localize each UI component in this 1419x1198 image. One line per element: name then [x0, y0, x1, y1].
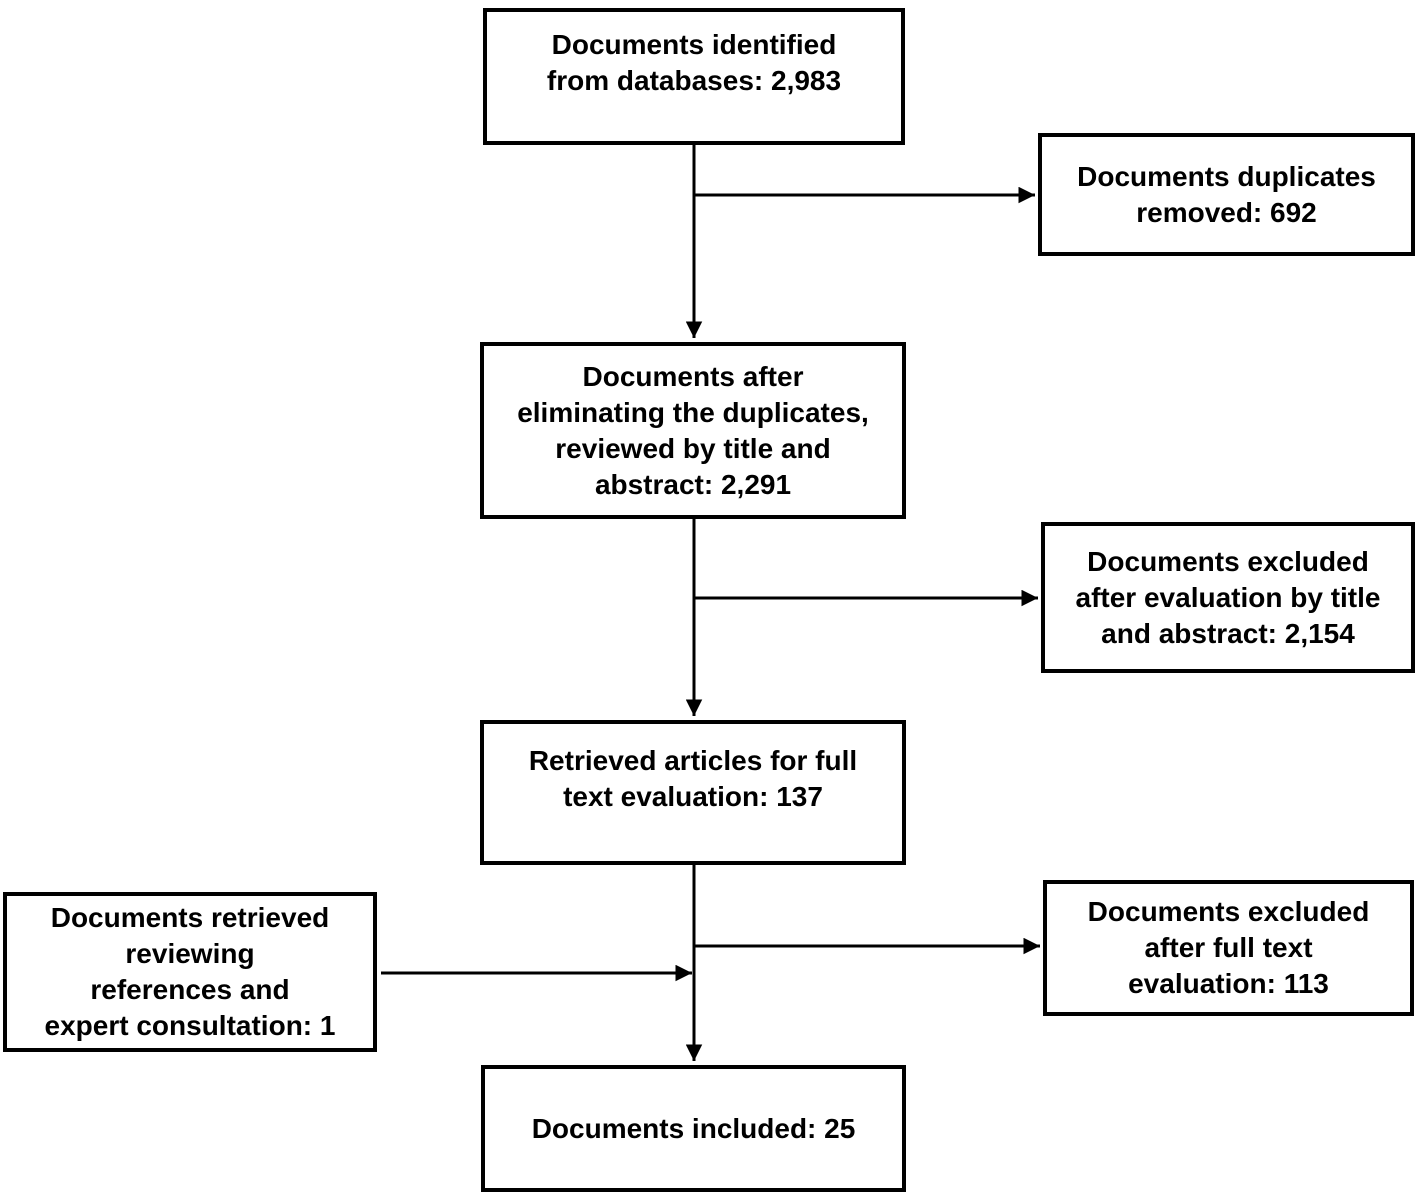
- node-references-consultation: Documents retrieved reviewing references…: [3, 892, 377, 1052]
- node-text-line: Documents identified: [551, 28, 837, 60]
- node-text-line: Retrieved articles for full: [528, 744, 858, 776]
- node-text-line: Documents excluded: [1087, 545, 1369, 577]
- node-text-line: after full text: [1144, 932, 1313, 963]
- node-text-line: eliminating the duplicates,: [517, 396, 869, 428]
- node-documents-included: Documents included: 25: [481, 1065, 906, 1192]
- node-excluded-title-abstract: Documents excluded after evaluation by t…: [1041, 522, 1415, 673]
- node-excluded-fulltext: Documents excluded after full text evalu…: [1043, 880, 1414, 1016]
- node-text-line: removed: 692: [1136, 196, 1317, 228]
- node-text-line: Documents excluded: [1087, 896, 1370, 927]
- node-text-line: reviewing: [125, 938, 255, 969]
- node-documents-identified: Documents identified from databases: 2,9…: [483, 8, 905, 145]
- node-text-line: Documents after: [582, 360, 804, 392]
- node-text-line: expert consultation: 1: [44, 1010, 336, 1041]
- node-fulltext-retrieved: Retrieved articles for full text evaluat…: [480, 720, 906, 865]
- node-text-line: references and: [90, 974, 290, 1005]
- node-text-line: and abstract: 2,154: [1101, 617, 1355, 649]
- node-duplicates-removed: Documents duplicates removed: 692: [1038, 133, 1415, 256]
- node-text-line: Documents duplicates: [1077, 160, 1376, 192]
- node-text-line: abstract: 2,291: [594, 468, 792, 500]
- node-text-line: Documents retrieved: [50, 902, 330, 933]
- node-text-line: from databases: 2,983: [546, 64, 842, 96]
- node-text-line: evaluation: 113: [1128, 968, 1329, 999]
- node-text-line: reviewed by title and: [555, 432, 831, 464]
- node-text-line: text evaluation: 137: [563, 780, 823, 812]
- node-text-line: after evaluation by title: [1075, 581, 1381, 613]
- node-screened-title-abstract: Documents after eliminating the duplicat…: [480, 342, 906, 519]
- node-text-line: Documents included: 25: [531, 1112, 856, 1144]
